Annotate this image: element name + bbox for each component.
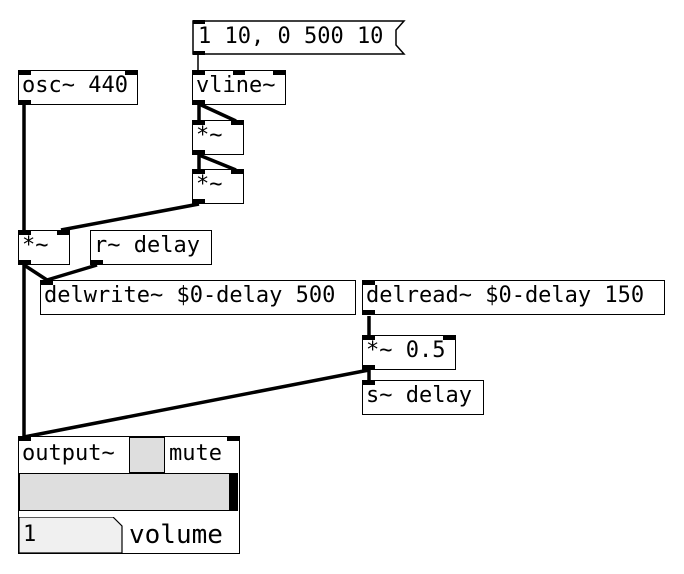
- object-delread[interactable]: delread~ $0-delay 150: [362, 280, 665, 315]
- object-osc-text: osc~ 440: [22, 73, 128, 98]
- inlet: [273, 70, 285, 75]
- output-abstraction[interactable]: output~ mute 1 volume: [18, 436, 240, 554]
- inlet: [193, 70, 205, 75]
- object-multiply-3[interactable]: *~: [18, 230, 70, 265]
- outlet: [19, 100, 31, 105]
- object-multiply-1[interactable]: *~: [192, 120, 244, 155]
- inlet: [57, 230, 69, 235]
- outlet: [193, 100, 205, 105]
- object-multiply-2[interactable]: *~: [192, 169, 244, 204]
- inlet: [363, 380, 375, 385]
- inlet: [19, 230, 31, 235]
- inlet: [363, 280, 375, 285]
- message-box-text: 1 10, 0 500 10: [198, 24, 384, 49]
- inlet: [443, 335, 455, 340]
- cord-gain-to-output[interactable]: [23, 368, 370, 439]
- object-vline[interactable]: vline~: [192, 70, 286, 105]
- outlet: [363, 365, 375, 370]
- cord-mul3-to-delwrite[interactable]: [23, 263, 48, 282]
- mute-toggle[interactable]: [129, 437, 165, 473]
- inlet: [193, 169, 205, 174]
- inlet: [19, 70, 31, 75]
- object-gain[interactable]: *~ 0.5: [362, 335, 456, 370]
- message-box[interactable]: 1 10, 0 500 10: [192, 20, 406, 55]
- object-osc[interactable]: osc~ 440: [18, 70, 138, 105]
- object-delwrite-text: delwrite~ $0-delay 500: [44, 283, 336, 308]
- cord-mul1-to-mul2-right[interactable]: [198, 153, 237, 172]
- volume-label-area: volume: [123, 517, 238, 553]
- inlet: [363, 335, 375, 340]
- object-gain-text: *~ 0.5: [366, 338, 446, 363]
- inlet: [233, 70, 245, 75]
- object-send-text: s~ delay: [366, 383, 472, 408]
- inlet: [231, 169, 243, 174]
- inlet: [19, 436, 31, 441]
- outlet: [193, 199, 205, 204]
- inlet: [193, 120, 205, 125]
- outlet: [363, 310, 375, 315]
- volume-number-box[interactable]: 1: [19, 517, 123, 553]
- cord-mul2-to-mul3-right[interactable]: [60, 202, 200, 232]
- inlet: [125, 70, 137, 75]
- volume-label: volume: [129, 520, 223, 550]
- volume-slider[interactable]: [19, 473, 238, 511]
- cord-receive-to-delwrite[interactable]: [46, 263, 98, 282]
- volume-slider-knob[interactable]: [229, 474, 237, 510]
- cord-vline-to-mul1-right[interactable]: [198, 102, 237, 123]
- number-box-outline: [19, 517, 123, 553]
- object-multiply-1-text: *~: [196, 123, 223, 148]
- output-label: output~: [22, 441, 115, 466]
- message-box-outline: [192, 20, 406, 55]
- outlet: [91, 260, 103, 265]
- inlet: [41, 280, 53, 285]
- object-receive-text: r~ delay: [94, 233, 200, 258]
- volume-number-value: 1: [23, 522, 37, 547]
- object-vline-text: vline~: [196, 73, 276, 98]
- inlet: [231, 120, 243, 125]
- inlet: [227, 436, 239, 441]
- object-receive[interactable]: r~ delay: [90, 230, 212, 265]
- object-multiply-2-text: *~: [196, 172, 223, 197]
- object-multiply-3-text: *~: [22, 233, 49, 258]
- mute-label: mute: [169, 441, 222, 466]
- outlet: [193, 150, 205, 155]
- object-delwrite[interactable]: delwrite~ $0-delay 500: [40, 280, 356, 315]
- object-delread-text: delread~ $0-delay 150: [366, 283, 645, 308]
- outlet: [19, 260, 31, 265]
- object-send[interactable]: s~ delay: [362, 380, 484, 415]
